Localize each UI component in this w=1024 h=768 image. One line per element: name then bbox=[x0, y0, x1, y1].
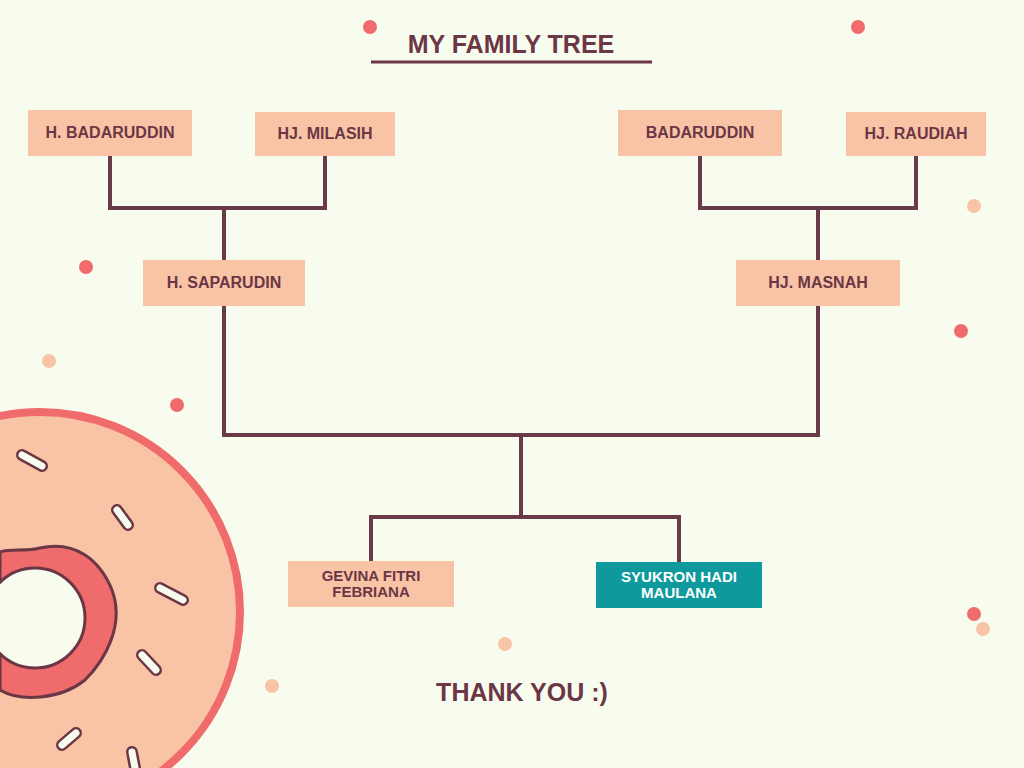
donut bbox=[0, 412, 240, 768]
person-box: H. SAPARUDIN bbox=[143, 260, 305, 306]
person-name: HJ. MILASIH bbox=[277, 125, 372, 143]
person-box: HJ. MASNAH bbox=[736, 260, 900, 306]
person-name: BADARUDDIN bbox=[646, 124, 754, 142]
title: MY FAMILY TREE bbox=[408, 30, 615, 59]
person-box: GEVINA FITRI FEBRIANA bbox=[288, 561, 454, 607]
person-name: H. BADARUDDIN bbox=[46, 124, 175, 142]
person-name: HJ. RAUDIAH bbox=[864, 125, 967, 143]
person-name: SYUKRON HADI MAULANA bbox=[604, 569, 754, 602]
family-line bbox=[521, 306, 818, 562]
family-line bbox=[224, 156, 325, 260]
person-name: HJ. MASNAH bbox=[768, 274, 868, 292]
family-line bbox=[818, 156, 916, 260]
title-underline bbox=[371, 61, 652, 64]
person-box: SYUKRON HADI MAULANA bbox=[596, 562, 762, 608]
person-box: H. BADARUDDIN bbox=[28, 110, 192, 156]
person-box: HJ. RAUDIAH bbox=[846, 112, 986, 156]
closing-note: THANK YOU :) bbox=[436, 678, 608, 707]
family-line bbox=[110, 156, 224, 260]
family-line bbox=[700, 156, 818, 260]
person-name: GEVINA FITRI FEBRIANA bbox=[296, 568, 446, 601]
family-line bbox=[371, 306, 818, 561]
person-box: HJ. MILASIH bbox=[255, 112, 395, 156]
person-box: BADARUDDIN bbox=[618, 110, 782, 156]
person-name: H. SAPARUDIN bbox=[167, 274, 281, 292]
